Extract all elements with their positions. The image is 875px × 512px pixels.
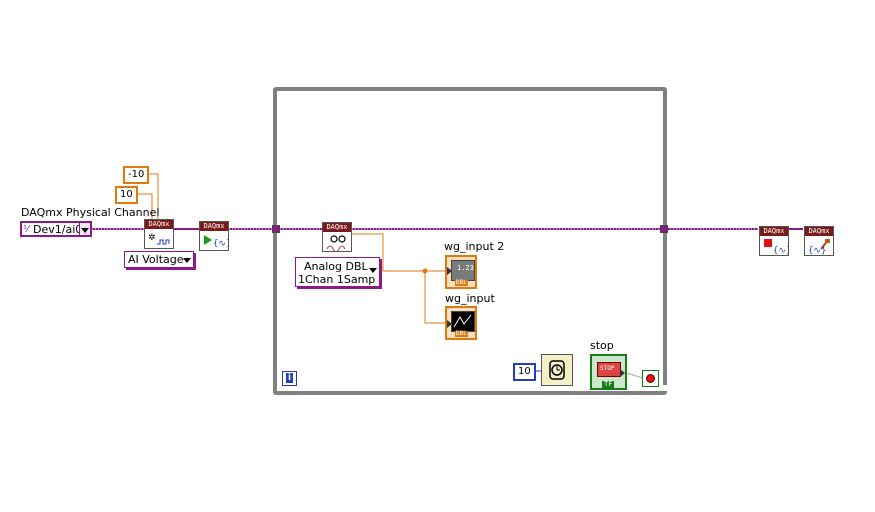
clear-task-icon: {∿} [808,238,830,255]
read-header: DAQmx [323,223,351,232]
while-loop[interactable] [273,87,667,395]
stop-control-label: stop [590,339,614,352]
read-polymorph-line1: Analog DBL [304,260,368,273]
channel-dropdown-button[interactable] [79,223,90,235]
start-task-header: DAQmx [200,222,228,231]
numeric-dbl-tag: DBL [455,279,468,286]
create-channel-icon: ✲ [148,233,170,245]
input-arrow-icon [447,267,452,275]
stop-text: STOP [600,365,615,372]
stop-tf-tag: TF [602,380,615,388]
clear-task-header: DAQmx [805,227,833,236]
stop-task-icon: {∿} [764,239,788,255]
waveform-chart-icon [452,312,474,331]
chart-indicator-label: wg_input [445,292,495,305]
iteration-terminal: i [282,371,297,386]
wait-ms-function[interactable] [541,354,573,386]
channel-icon: ⅟ [23,224,29,235]
chevron-down-icon [369,268,377,273]
create-channel-polymorph-text: AI Voltage [128,253,184,266]
start-task-icon: {∿} [204,235,228,249]
read-polymorph-selector[interactable]: Analog DBL 1Chan 1Samp [295,257,380,287]
daqmx-clear-task-vi[interactable]: DAQmx {∿} [804,226,834,256]
wait-ms-icon [549,360,565,380]
read-polymorph-line2: 1Chan 1Samp [298,273,376,286]
loop-condition-terminal[interactable] [642,370,659,387]
loop-right-notch [662,385,669,391]
svg-text:✲: ✲ [148,233,156,243]
numeric-glyph: 1.23 [457,264,474,272]
daqmx-read-vi[interactable]: DAQmx [322,222,352,252]
daqmx-stop-task-vi[interactable]: DAQmx {∿} [759,226,789,256]
create-channel-polymorph-selector[interactable]: AI Voltage [124,251,194,268]
daqmx-start-task-vi[interactable]: DAQmx {∿} [199,221,229,251]
numeric-indicator-label: wg_input 2 [444,240,505,253]
iteration-icon: i [286,373,293,383]
stop-task-header: DAQmx [760,227,788,236]
loop-tunnel-out[interactable] [660,225,668,233]
read-icon [326,235,346,251]
stop-button-face: STOP [597,362,621,377]
daqmx-create-channel-vi[interactable]: DAQmx ✲ [144,219,174,249]
chart-dbl-tag: DBL [455,330,468,337]
svg-text:{∿}: {∿} [213,239,228,249]
svg-text:{∿}: {∿} [773,246,788,255]
chart-indicator-display [451,311,475,332]
chart-indicator[interactable]: DBL [445,306,477,340]
physical-channel-control[interactable]: ⅟ Dev1/ai0 [20,221,92,237]
numeric-indicator[interactable]: 1.23 DBL [445,255,477,289]
max-value-constant[interactable]: 10 [115,186,138,204]
output-arrow-icon [620,369,625,377]
chevron-down-icon [183,258,191,263]
wire-junction [422,268,428,274]
stop-button-control[interactable]: STOP TF [590,354,627,390]
channel-value: Dev1/ai0 [33,223,83,236]
wait-ms-constant[interactable]: 10 [513,363,536,381]
loop-condition-icon [646,374,655,383]
svg-text:{∿}: {∿} [808,246,826,255]
input-arrow-icon [447,320,452,328]
boolean-wire [625,372,644,379]
channel-control-label: DAQmx Physical Channel [21,206,160,219]
min-value-constant[interactable]: -10 [123,166,150,184]
numeric-indicator-display: 1.23 [451,260,475,281]
create-channel-header: DAQmx [145,220,173,229]
loop-tunnel-in[interactable] [272,225,280,233]
numeric-wires [134,173,446,324]
